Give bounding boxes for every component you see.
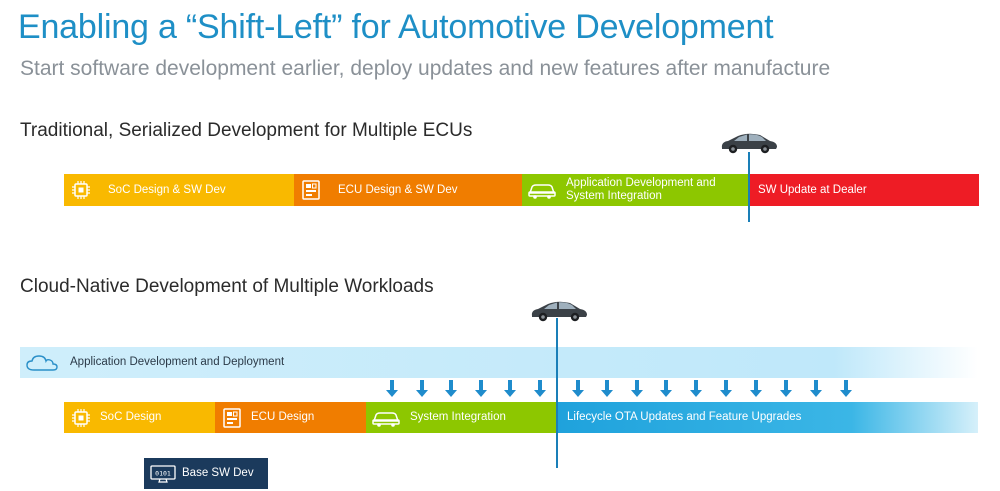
chip-icon <box>68 179 94 201</box>
down-arrow-icon <box>416 380 428 397</box>
down-arrow-icon <box>780 380 792 397</box>
down-arrow-icon <box>475 380 487 397</box>
trad-manufacture-marker <box>748 152 750 222</box>
board-icon <box>298 179 324 201</box>
down-arrow-icon <box>750 380 762 397</box>
cloud-manufacture-marker <box>556 318 558 468</box>
down-arrow-icon <box>631 380 643 397</box>
app-deployment-band: Application Development and Deployment <box>20 347 978 378</box>
down-arrow-icon <box>840 380 852 397</box>
cloud-stage-ota: Lifecycle OTA Updates and Feature Upgrad… <box>557 402 978 433</box>
car-icon <box>526 179 558 201</box>
car-image-traditional <box>721 133 777 154</box>
trad-stage-dealer: SW Update at Dealer <box>750 174 979 206</box>
cloud-stage-ecu: ECU Design <box>215 402 366 433</box>
base-sw-dev-label: Base SW Dev <box>182 467 254 479</box>
trad-stage-ecu-label: ECU Design & SW Dev <box>338 183 458 196</box>
base-sw-dev: 0101 Base SW Dev <box>144 458 268 489</box>
cloud-stage-soc-label: SoC Design <box>100 411 162 423</box>
page-title: Enabling a “Shift-Left” for Automotive D… <box>18 8 774 46</box>
down-arrow-icon <box>601 380 613 397</box>
binary-monitor-icon: 0101 <box>148 463 178 485</box>
down-arrow-icon <box>534 380 546 397</box>
trad-stage-app-label: Application Development and System Integ… <box>566 177 716 203</box>
traditional-heading: Traditional, Serialized Development for … <box>20 120 473 141</box>
chip-icon <box>68 407 94 429</box>
trad-stage-soc: SoC Design & SW Dev <box>64 174 294 206</box>
board-icon <box>219 407 245 429</box>
trad-stage-soc-label: SoC Design & SW Dev <box>108 183 226 196</box>
cloud-stage-sysint: System Integration <box>366 402 557 433</box>
trad-stage-dealer-label: SW Update at Dealer <box>758 183 867 196</box>
cloud-stage-ecu-label: ECU Design <box>251 411 315 423</box>
down-arrow-icon <box>572 380 584 397</box>
down-arrow-icon <box>720 380 732 397</box>
trad-stage-app-label-line2: System Integration <box>566 190 662 202</box>
car-icon <box>370 407 402 429</box>
down-arrow-icon <box>810 380 822 397</box>
down-arrow-icon <box>386 380 398 397</box>
cloud-icon <box>24 352 60 374</box>
down-arrow-icon <box>660 380 672 397</box>
page-subtitle: Start software development earlier, depl… <box>20 57 831 80</box>
svg-text:0101: 0101 <box>155 469 171 477</box>
cloud-heading: Cloud-Native Development of Multiple Wor… <box>20 276 434 297</box>
down-arrow-icon <box>690 380 702 397</box>
trad-stage-app: Application Development and System Integ… <box>522 174 750 206</box>
app-deployment-label: Application Development and Deployment <box>70 356 285 368</box>
cloud-stage-sysint-label: System Integration <box>410 411 506 423</box>
trad-stage-app-label-line1: Application Development and <box>566 177 716 189</box>
down-arrow-icon <box>504 380 516 397</box>
car-image-cloud <box>531 301 587 322</box>
cloud-stage-soc: SoC Design <box>64 402 215 433</box>
trad-stage-ecu: ECU Design & SW Dev <box>294 174 522 206</box>
cloud-stage-ota-label: Lifecycle OTA Updates and Feature Upgrad… <box>567 411 802 423</box>
down-arrow-icon <box>445 380 457 397</box>
